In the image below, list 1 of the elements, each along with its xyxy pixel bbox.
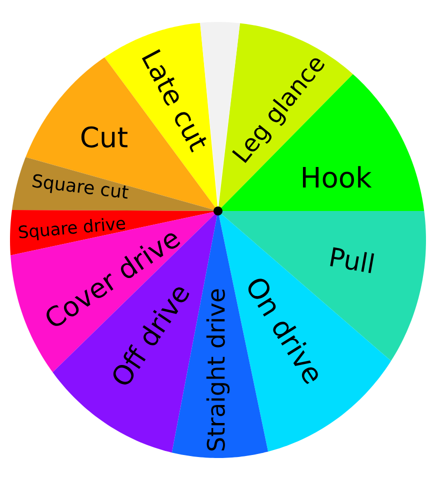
pie-sector: Square cut: [12, 157, 218, 211]
